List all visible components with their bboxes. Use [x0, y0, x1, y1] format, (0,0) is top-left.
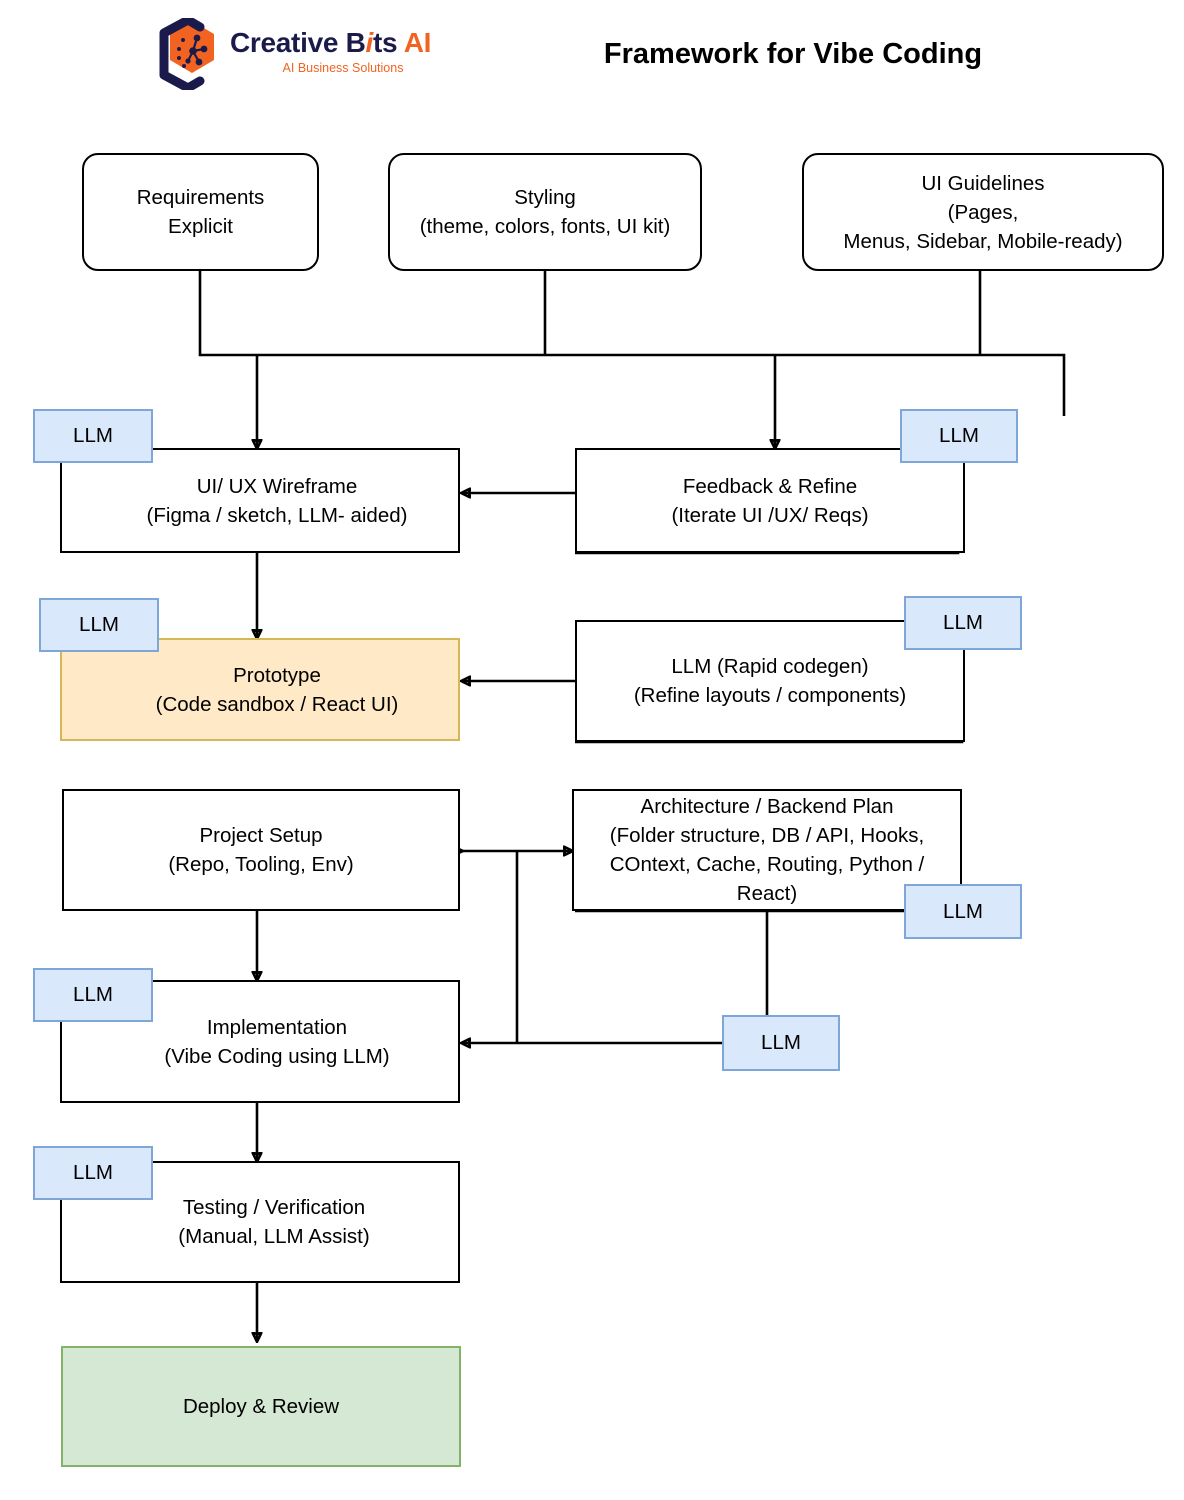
brand-name-suffix: AI	[403, 27, 432, 58]
badge-llm-architecture[interactable]: LLM	[904, 884, 1022, 939]
brand-name-italic-i: i	[365, 27, 374, 58]
node-project-setup-label: Project Setup (Repo, Tooling, Env)	[168, 824, 354, 876]
badge-llm-wireframe-label: LLM	[73, 424, 113, 447]
node-wireframe-label: UI/ UX Wireframe (Figma / sketch, LLM- a…	[146, 474, 408, 527]
node-feedback-label: Feedback & Refine (Iterate UI /UX/ Reqs)	[671, 474, 869, 527]
badge-llm-implementation-left-label: LLM	[73, 983, 113, 1006]
node-deploy[interactable]: Deploy & Review	[61, 1346, 461, 1467]
brand-tagline: AI Business Solutions	[282, 61, 404, 75]
node-architecture-label: Architecture / Backend Plan (Folder stru…	[609, 795, 925, 905]
badge-llm-implementation-left[interactable]: LLM	[33, 968, 153, 1022]
node-project-setup[interactable]: Project Setup (Repo, Tooling, Env)	[62, 789, 460, 911]
badge-llm-architecture-label: LLM	[943, 899, 983, 923]
brand-wordmark: Creative Bits AI AI Business Solutions	[230, 28, 474, 76]
badge-llm-wireframe[interactable]: LLM	[33, 409, 153, 463]
node-rapid-codegen-label: LLM (Rapid codegen) (Refine layouts / co…	[633, 655, 907, 707]
node-prototype-label: Prototype (Code sandbox / React UI)	[155, 663, 399, 716]
badge-llm-codegen-label: LLM	[943, 611, 983, 634]
node-styling-label: Styling (theme, colors, fonts, UI kit)	[419, 186, 671, 238]
brand-name-part2: ts	[373, 27, 398, 58]
brand-name-part1: Creative B	[230, 27, 366, 58]
node-ui-guidelines-label: UI Guidelines (Pages, Menus, Sidebar, Mo…	[843, 171, 1123, 253]
node-feedback[interactable]: Feedback & Refine (Iterate UI /UX/ Reqs)	[575, 448, 965, 553]
node-deploy-label: Deploy & Review	[182, 1395, 340, 1418]
badge-llm-implementation-right[interactable]: LLM	[722, 1015, 840, 1071]
badge-llm-testing-label: LLM	[73, 1161, 113, 1184]
node-requirements-label: Requirements Explicit	[136, 186, 265, 238]
badge-llm-feedback-label: LLM	[939, 424, 979, 447]
node-testing-label: Testing / Verification (Manual, LLM Assi…	[178, 1196, 370, 1248]
node-implementation-label: Implementation (Vibe Coding using LLM)	[164, 1015, 390, 1068]
node-styling[interactable]: Styling (theme, colors, fonts, UI kit)	[388, 153, 702, 271]
node-ui-guidelines[interactable]: UI Guidelines (Pages, Menus, Sidebar, Mo…	[802, 153, 1164, 271]
node-wireframe[interactable]: UI/ UX Wireframe (Figma / sketch, LLM- a…	[60, 448, 460, 553]
node-architecture[interactable]: Architecture / Backend Plan (Folder stru…	[572, 789, 962, 911]
page-title: Framework for Vibe Coding	[603, 38, 983, 70]
node-prototype[interactable]: Prototype (Code sandbox / React UI)	[60, 638, 460, 741]
badge-llm-implementation-right-label: LLM	[761, 1031, 801, 1054]
node-requirements[interactable]: Requirements Explicit	[82, 153, 319, 271]
creative-bits-hex-network-logo-icon	[159, 18, 214, 90]
badge-llm-testing[interactable]: LLM	[33, 1146, 153, 1200]
badge-llm-prototype-label: LLM	[79, 613, 119, 636]
brand-name: Creative Bits AI	[230, 28, 474, 58]
badge-llm-prototype[interactable]: LLM	[39, 598, 159, 652]
brand-logo: Creative Bits AI AI Business Solutions	[152, 14, 472, 94]
badge-llm-feedback[interactable]: LLM	[900, 409, 1018, 463]
badge-llm-codegen[interactable]: LLM	[904, 596, 1022, 650]
